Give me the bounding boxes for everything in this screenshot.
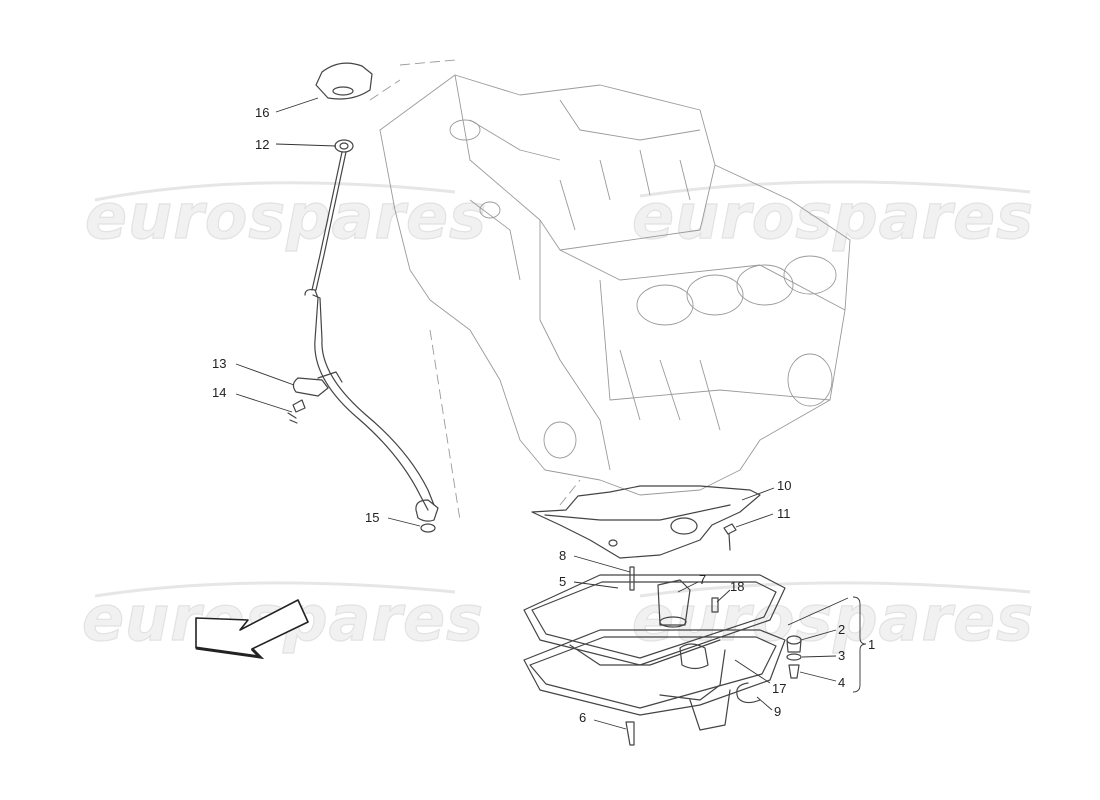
callout-16: 16 (255, 105, 269, 120)
callout-8: 8 (559, 548, 566, 563)
callout-10: 10 (777, 478, 791, 493)
callout-15: 15 (365, 510, 379, 525)
watermark-text-top-right: eurospares (632, 180, 1034, 253)
callout-3: 3 (838, 648, 845, 663)
engine-block-drawing (369, 59, 851, 521)
callout-12: 12 (255, 137, 269, 152)
callout-2: 2 (838, 622, 845, 637)
callout-17: 17 (772, 681, 786, 696)
callout-18: 18 (730, 579, 744, 594)
baffle-plate (531, 485, 761, 559)
direction-arrow-icon (195, 599, 309, 660)
watermark-text-top-left: eurospares (85, 180, 487, 253)
callout-1: 1 (868, 637, 875, 652)
callout-4: 4 (838, 675, 845, 690)
callout-7: 7 (699, 572, 706, 587)
watermark-text-bottom-right: eurospares (632, 582, 1034, 655)
callout-11: 11 (777, 506, 791, 521)
watermark-layer: eurospares eurospares eurospares eurospa… (81, 179, 1034, 655)
callout-layer: 16 12 13 14 15 10 11 8 7 5 18 2 3 4 1 17 (212, 97, 875, 730)
dipstick-assembly (287, 62, 439, 533)
callout-9: 9 (774, 704, 781, 719)
callout-13: 13 (212, 356, 226, 371)
callout-5: 5 (559, 574, 566, 589)
callout-6: 6 (579, 710, 586, 725)
callout-14: 14 (212, 385, 226, 400)
